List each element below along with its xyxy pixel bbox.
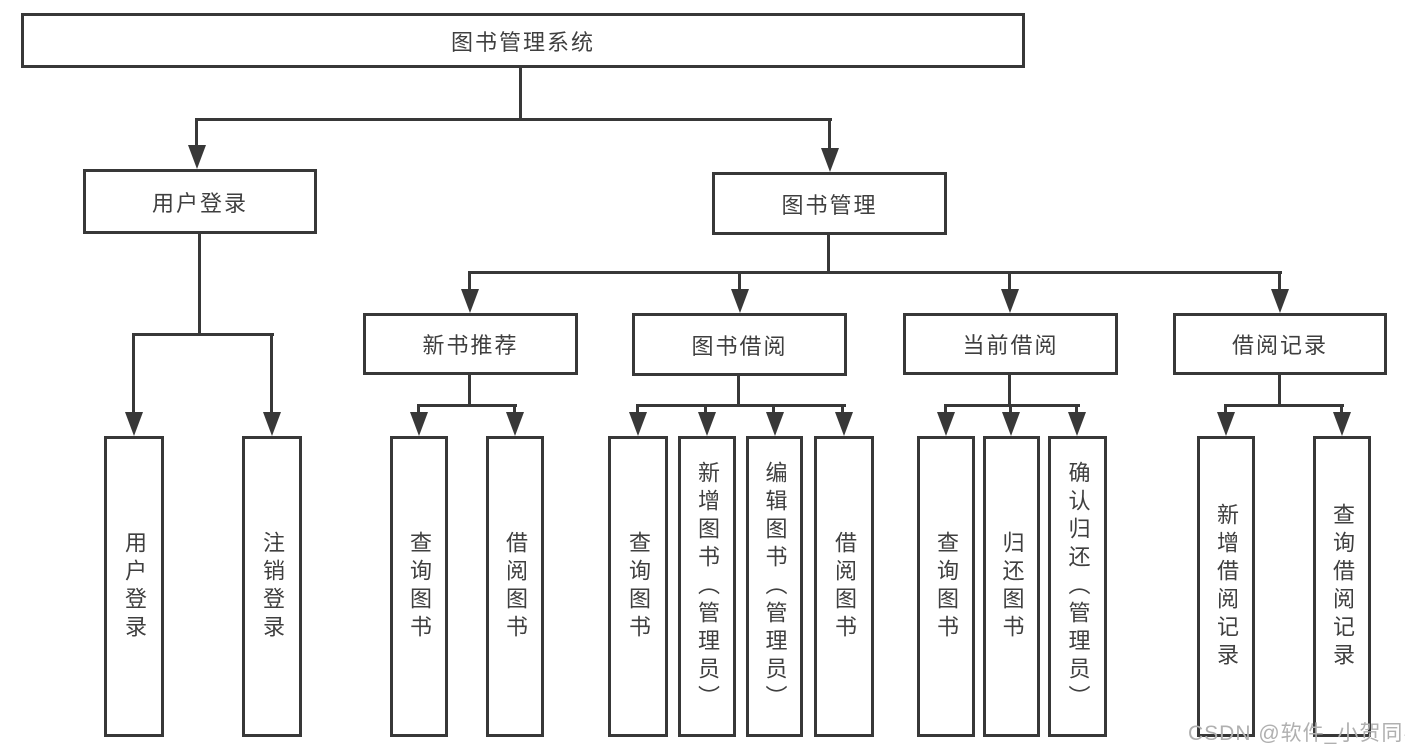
leaf-logout: 注销登录 bbox=[242, 436, 302, 737]
connector-line bbox=[1224, 404, 1344, 407]
leaf-query-borrow-record: 查询借阅记录 bbox=[1313, 436, 1371, 737]
node-root: 图书管理系统 bbox=[21, 13, 1025, 68]
arrow-down-icon bbox=[1001, 289, 1019, 313]
node-book-borrow: 图书借阅 bbox=[632, 313, 847, 376]
arrow-down-icon bbox=[410, 412, 428, 436]
watermark: CSDN @软件_小贺同学 bbox=[1188, 722, 1405, 745]
arrow-down-icon bbox=[629, 412, 647, 436]
connector-line bbox=[841, 404, 844, 415]
connector-line bbox=[737, 376, 740, 406]
connector-line bbox=[198, 234, 201, 335]
arrow-down-icon bbox=[461, 289, 479, 313]
connector-line bbox=[468, 271, 1282, 274]
connector-line bbox=[1008, 271, 1011, 292]
arrow-down-icon bbox=[1068, 412, 1086, 436]
leaf-query-books-current: 查询图书 bbox=[917, 436, 975, 737]
arrow-down-icon bbox=[698, 412, 716, 436]
connector-line bbox=[417, 404, 517, 407]
connector-line bbox=[195, 118, 832, 121]
leaf-add-borrow-record: 新增借阅记录 bbox=[1197, 436, 1255, 737]
connector-line bbox=[944, 404, 1080, 407]
connector-line bbox=[1008, 375, 1011, 406]
arrow-down-icon bbox=[731, 289, 749, 313]
leaf-borrow-books: 借阅图书 bbox=[814, 436, 874, 737]
connector-line bbox=[828, 118, 831, 151]
arrow-down-icon bbox=[263, 412, 281, 436]
connector-line bbox=[1075, 404, 1078, 415]
arrow-down-icon bbox=[188, 145, 206, 169]
connector-line bbox=[704, 404, 707, 415]
node-borrow-records: 借阅记录 bbox=[1173, 313, 1387, 375]
arrow-down-icon bbox=[1333, 412, 1351, 436]
connector-line bbox=[1278, 375, 1281, 406]
connector-line bbox=[195, 118, 198, 148]
arrow-down-icon bbox=[1002, 412, 1020, 436]
connector-line bbox=[132, 333, 135, 415]
connector-line bbox=[270, 333, 273, 415]
arrow-down-icon bbox=[821, 148, 839, 172]
connector-line bbox=[1278, 271, 1281, 292]
arrow-down-icon bbox=[506, 412, 524, 436]
connector-line bbox=[468, 271, 471, 292]
connector-line bbox=[1340, 404, 1343, 415]
connector-line bbox=[132, 333, 274, 336]
leaf-confirm-return-admin: 确认归还（管理员） bbox=[1048, 436, 1107, 737]
node-book-management: 图书管理 bbox=[712, 172, 947, 235]
arrow-down-icon bbox=[125, 412, 143, 436]
connector-line bbox=[513, 404, 516, 415]
leaf-add-books-admin: 新增图书（管理员） bbox=[678, 436, 736, 737]
node-current-borrow: 当前借阅 bbox=[903, 313, 1118, 375]
leaf-borrow-books-recommend: 借阅图书 bbox=[486, 436, 544, 737]
arrow-down-icon bbox=[766, 412, 784, 436]
connector-line bbox=[944, 404, 947, 415]
node-user-login: 用户登录 bbox=[83, 169, 317, 234]
leaf-query-books-borrow: 查询图书 bbox=[608, 436, 668, 737]
connector-line bbox=[827, 235, 830, 273]
leaf-edit-books-admin: 编辑图书（管理员） bbox=[746, 436, 803, 737]
arrow-down-icon bbox=[835, 412, 853, 436]
connector-line bbox=[636, 404, 639, 415]
leaf-query-books-recommend: 查询图书 bbox=[390, 436, 448, 737]
connector-line bbox=[636, 404, 846, 407]
leaf-return-books: 归还图书 bbox=[983, 436, 1040, 737]
leaf-user-login: 用户登录 bbox=[104, 436, 164, 737]
arrow-down-icon bbox=[1217, 412, 1235, 436]
connector-line bbox=[1224, 404, 1227, 415]
arrow-down-icon bbox=[937, 412, 955, 436]
arrow-down-icon bbox=[1271, 289, 1289, 313]
connector-line bbox=[519, 68, 522, 120]
connector-line bbox=[417, 404, 420, 415]
connector-line bbox=[738, 271, 741, 292]
node-new-book-recommend: 新书推荐 bbox=[363, 313, 578, 375]
connector-line bbox=[468, 375, 471, 406]
connector-line bbox=[1009, 404, 1012, 415]
connector-line bbox=[772, 404, 775, 415]
